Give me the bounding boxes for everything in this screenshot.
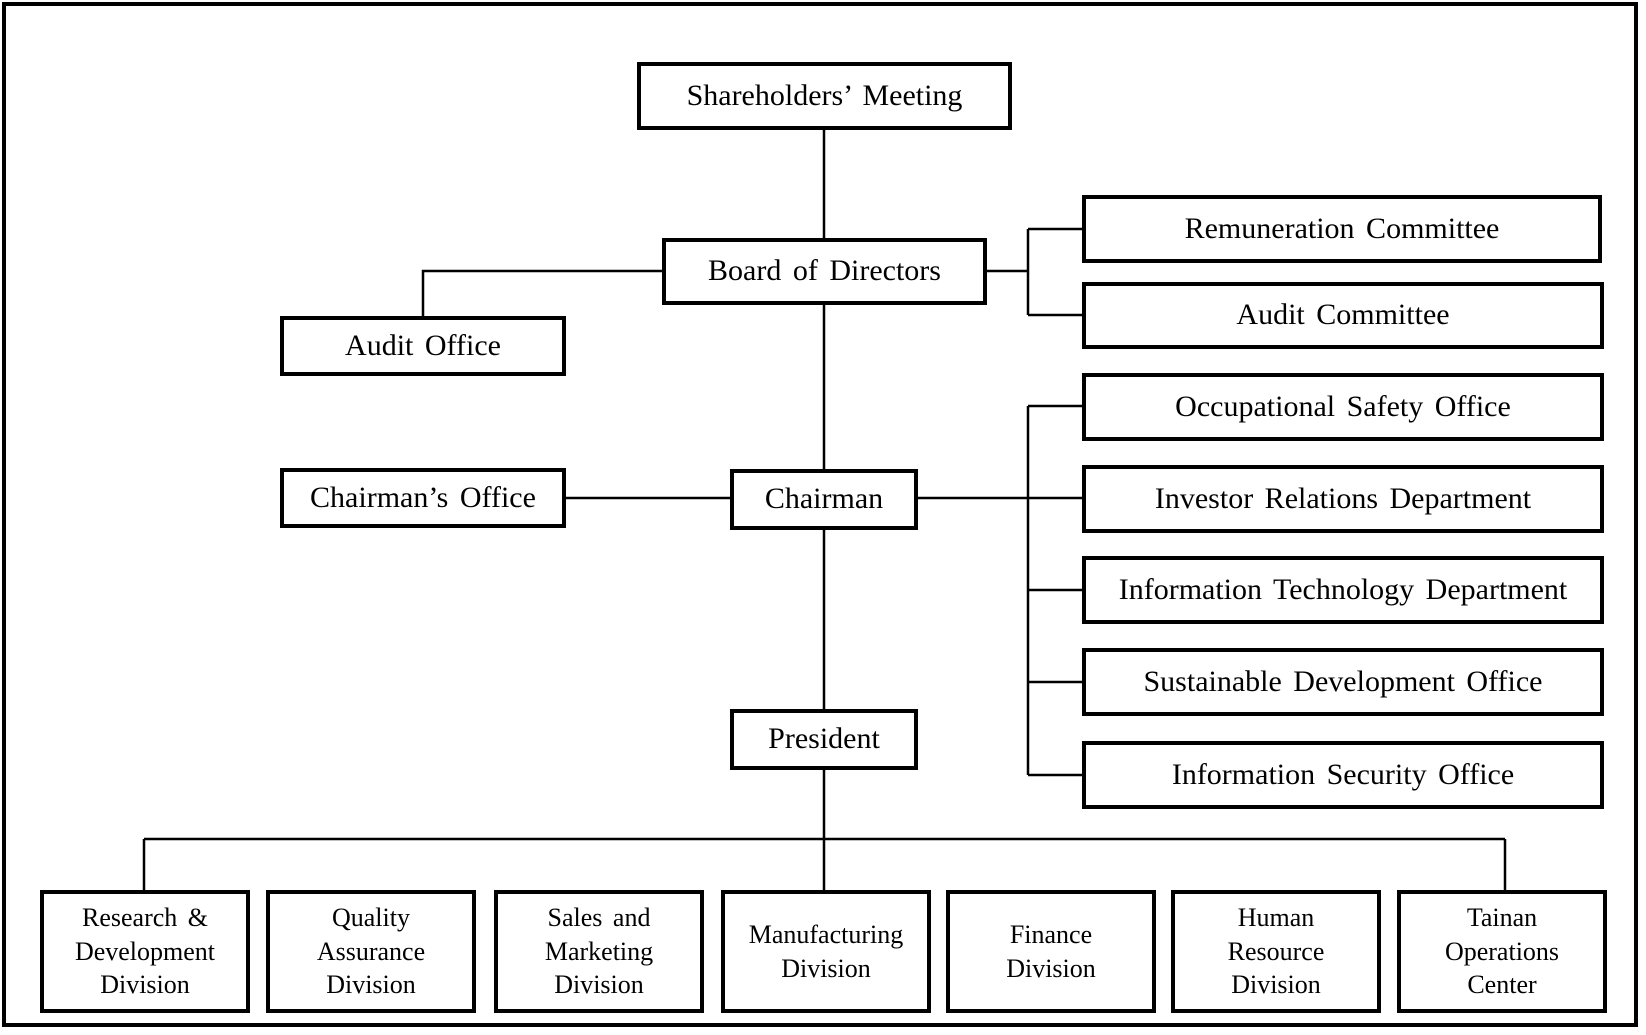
division-research-development-box: Research & Development Division — [40, 890, 250, 1013]
division-label-line: Assurance — [316, 936, 426, 966]
division-label-line: Human — [1237, 902, 1315, 932]
division-finance-box: Finance Division — [946, 890, 1156, 1013]
chairman-label: Chairman — [764, 482, 884, 516]
remuneration-committee-label: Remuneration Committee — [1184, 211, 1500, 245]
division-label-line: Division — [100, 970, 190, 1000]
remuneration-committee-box: Remuneration Committee — [1082, 195, 1602, 263]
board-of-directors-label: Board of Directors — [708, 254, 941, 288]
division-label-line: Marketing — [544, 936, 654, 966]
division-label-line: Division — [554, 970, 644, 1000]
division-sales-marketing-box: Sales and Marketing Division — [494, 890, 704, 1013]
chairmans-office-box: Chairman’s Office — [280, 468, 566, 528]
division-label-line: Quality — [331, 902, 410, 932]
investor-relations-department-box: Investor Relations Department — [1082, 465, 1604, 533]
shareholders-meeting-label: Shareholders’ Meeting — [686, 78, 963, 112]
shareholders-meeting-box: Shareholders’ Meeting — [637, 62, 1012, 130]
division-label-line: Development — [74, 936, 216, 966]
division-label-line: Research & — [81, 902, 208, 932]
sustainable-development-office-box: Sustainable Development Office — [1082, 648, 1604, 716]
division-label-line: Division — [1006, 953, 1096, 983]
chairman-box: Chairman — [730, 469, 918, 530]
division-label-line: Sales and — [547, 902, 651, 932]
chairmans-office-label: Chairman’s Office — [310, 480, 536, 514]
investor-relations-department-label: Investor Relations Department — [1154, 481, 1532, 515]
occupational-safety-office-box: Occupational Safety Office — [1082, 373, 1604, 441]
president-label: President — [768, 722, 880, 756]
audit-office-box: Audit Office — [280, 316, 566, 376]
sustainable-development-office-label: Sustainable Development Office — [1143, 664, 1543, 698]
information-security-office-box: Information Security Office — [1082, 741, 1604, 809]
occupational-safety-office-label: Occupational Safety Office — [1175, 389, 1511, 423]
information-security-office-label: Information Security Office — [1171, 757, 1515, 791]
audit-committee-box: Audit Committee — [1082, 282, 1604, 349]
division-manufacturing-box: Manufacturing Division — [721, 890, 931, 1013]
audit-office-label: Audit Office — [345, 328, 501, 362]
division-quality-assurance-box: Quality Assurance Division — [266, 890, 476, 1013]
information-technology-department-box: Information Technology Department — [1082, 556, 1604, 624]
division-label-line: Resource — [1227, 936, 1325, 966]
division-label-line: Division — [1231, 970, 1321, 1000]
line-board-audit-office — [421, 269, 664, 318]
division-label-line: Tainan — [1466, 902, 1538, 932]
division-human-resource-box: Human Resource Division — [1171, 890, 1381, 1013]
president-box: President — [730, 709, 918, 770]
division-label-line: Finance — [1009, 919, 1093, 949]
division-label-line: Division — [326, 970, 416, 1000]
division-label-line: Manufacturing — [748, 919, 904, 949]
division-label-line: Operations — [1444, 936, 1560, 966]
division-label-line: Center — [1467, 970, 1537, 1000]
division-label-line: Division — [781, 953, 871, 983]
information-technology-department-label: Information Technology Department — [1118, 572, 1568, 606]
board-of-directors-box: Board of Directors — [662, 238, 987, 305]
division-tainan-operations-box: Tainan Operations Center — [1397, 890, 1607, 1013]
audit-committee-label: Audit Committee — [1236, 298, 1450, 332]
